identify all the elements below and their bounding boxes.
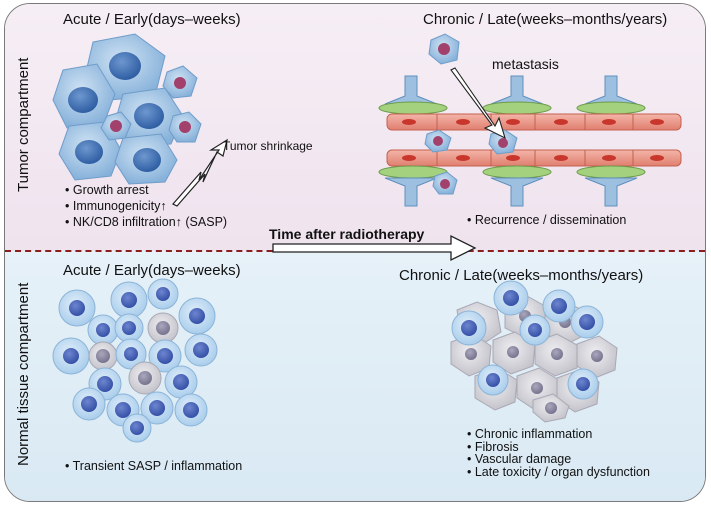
normal-cell bbox=[72, 387, 106, 421]
senescent-nucleus bbox=[440, 179, 450, 189]
figure-frame: Tumor compartment Normal tissue compartm… bbox=[4, 3, 706, 502]
list-item: Chronic inflammation bbox=[467, 428, 650, 441]
endothelial-nuclei bbox=[402, 119, 664, 161]
normal-cell bbox=[115, 338, 147, 370]
normal-cell bbox=[58, 289, 96, 327]
normal-tissue-compartment-label: Normal tissue compartment bbox=[15, 282, 32, 466]
illustration-layer bbox=[52, 33, 682, 443]
chronic-tissue-cluster bbox=[450, 280, 618, 423]
time-arrow-label: Time after radiotherapy bbox=[269, 226, 425, 242]
tumor-nucleus bbox=[133, 148, 161, 172]
senescent-nucleus bbox=[110, 120, 122, 132]
metastasis-label: metastasis bbox=[492, 56, 559, 72]
list-item: NK/CD8 infiltration↑ (SASP) bbox=[65, 214, 227, 230]
senescent-nucleus bbox=[433, 136, 443, 146]
normal-cell bbox=[451, 310, 487, 346]
normal-cell bbox=[140, 391, 174, 425]
normal-cell bbox=[542, 289, 576, 323]
list-item: Vascular damage bbox=[467, 453, 650, 466]
vessel-support bbox=[384, 75, 438, 105]
normal-cell bbox=[519, 314, 551, 346]
list-item: Fibrosis bbox=[467, 440, 650, 454]
list-item: Late toxicity / organ dysfunction bbox=[467, 465, 650, 479]
senescent-cell bbox=[128, 361, 162, 395]
endothelial-layer bbox=[386, 149, 682, 167]
normal-cell bbox=[567, 368, 599, 400]
tumor-nucleus bbox=[109, 52, 141, 80]
tumor-chronic-effects-list: Recurrence / dissemination bbox=[467, 212, 626, 228]
tumor-shrinkage-label: Tumor shrinkage bbox=[223, 139, 313, 153]
tumor-cell-cluster bbox=[52, 33, 202, 185]
normal-cell bbox=[52, 337, 90, 375]
normal-cell bbox=[493, 280, 529, 316]
list-item: Immunogenicity↑ bbox=[65, 198, 227, 214]
normal-cell bbox=[570, 305, 604, 339]
vessel-support bbox=[490, 177, 544, 207]
blood-vessel-network bbox=[378, 75, 682, 207]
normal-cell bbox=[477, 364, 509, 396]
disseminating-tumor-cells bbox=[424, 33, 518, 195]
normal-cell bbox=[147, 278, 179, 310]
list-item: Transient SASP / inflammation bbox=[65, 458, 243, 474]
normal-cell bbox=[114, 313, 144, 343]
normal-cell bbox=[174, 393, 208, 427]
normal-cell bbox=[184, 333, 218, 367]
normal-acute-heading: Acute / Early(days–weeks) bbox=[63, 262, 241, 279]
pericyte bbox=[576, 165, 646, 179]
endothelial-layer bbox=[386, 113, 682, 131]
senescent-nucleus bbox=[438, 43, 450, 55]
metastasis-arrow bbox=[450, 67, 506, 140]
tumor-nucleus bbox=[75, 140, 103, 164]
pericyte bbox=[482, 101, 552, 115]
normal-cell bbox=[164, 365, 198, 399]
normal-cell bbox=[87, 314, 119, 346]
tumor-acute-effects-list: Growth arrest Immunogenicity↑ NK/CD8 inf… bbox=[65, 182, 227, 230]
normal-cell bbox=[148, 339, 182, 373]
tumor-nucleus bbox=[68, 87, 98, 113]
vessel-support bbox=[490, 75, 544, 105]
tumor-compartment-label: Tumor compartment bbox=[15, 57, 32, 192]
pericyte bbox=[482, 165, 552, 179]
normal-acute-effects-list: Transient SASP / inflammation bbox=[65, 458, 243, 474]
senescent-nucleus bbox=[179, 121, 191, 133]
tumor-chronic-heading: Chronic / Late(weeks–months/years) bbox=[423, 11, 668, 28]
normal-cell bbox=[110, 281, 148, 319]
senescent-nucleus bbox=[174, 77, 186, 89]
pericyte bbox=[378, 101, 448, 115]
normal-cell bbox=[122, 413, 152, 443]
normal-chronic-heading: Chronic / Late(weeks–months/years) bbox=[399, 267, 644, 284]
vessel-support bbox=[584, 177, 638, 207]
senescent-cell bbox=[147, 312, 179, 344]
time-arrow bbox=[272, 234, 477, 262]
tumor-nucleus bbox=[134, 103, 164, 129]
senescent-cell bbox=[88, 341, 118, 371]
list-item: Recurrence / dissemination bbox=[467, 212, 626, 228]
vessel-support bbox=[384, 177, 438, 207]
pericyte bbox=[576, 101, 646, 115]
senescent-nucleus bbox=[498, 138, 508, 148]
normal-tissue-cluster bbox=[52, 278, 218, 443]
vessel-support bbox=[584, 75, 638, 105]
tumor-acute-heading: Acute / Early(days–weeks) bbox=[63, 11, 241, 28]
normal-chronic-effects-list: Chronic inflammation Fibrosis Vascular d… bbox=[467, 428, 650, 478]
list-item: Growth arrest bbox=[65, 182, 227, 198]
normal-cell bbox=[178, 297, 216, 335]
